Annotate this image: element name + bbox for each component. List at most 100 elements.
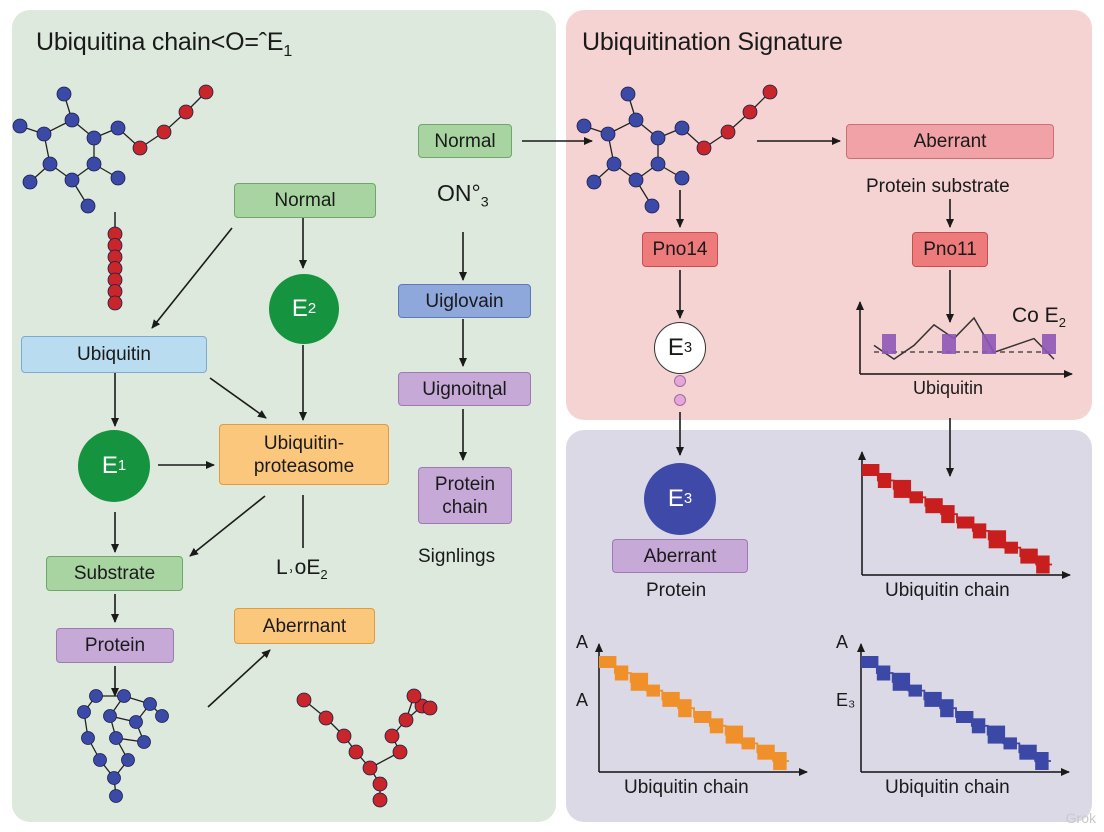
chart-bar <box>876 665 891 681</box>
chart-bar <box>877 473 892 488</box>
blue-chart-xlabel: Ubiquitin chain <box>885 777 1010 798</box>
blue-atom <box>86 130 102 146</box>
signal-block <box>1042 334 1056 354</box>
chart-bar <box>1020 548 1038 564</box>
blue-atom <box>606 156 622 172</box>
aberrant-box-left: Aberrnant <box>234 608 375 644</box>
red-atom <box>696 140 712 156</box>
chart-bar <box>678 699 692 718</box>
blue-staircase-chart <box>857 643 1070 776</box>
red-bead <box>107 295 123 311</box>
blue-chart-axis-a: A <box>836 632 849 652</box>
blue-atom <box>56 86 72 102</box>
chart-bar <box>662 691 680 707</box>
blue-atom <box>137 735 151 749</box>
red-atom <box>318 710 334 726</box>
orange-chart-xlabel: Ubiquitin chain <box>624 777 749 798</box>
chart-bar <box>694 711 712 723</box>
chart-bar <box>925 498 943 514</box>
aberrant-box-top: Aberrant <box>846 124 1054 159</box>
blue-atom <box>107 771 121 785</box>
chart-bar <box>924 691 942 707</box>
signal-block <box>982 334 996 354</box>
aberrant-box-bottom: Aberrant <box>612 539 748 573</box>
red-atom <box>362 760 378 776</box>
protein-substrate-label: Protein substrate <box>866 176 1010 197</box>
blue-atom <box>620 86 636 102</box>
chart-bar <box>972 523 987 539</box>
red-atom <box>336 728 352 744</box>
red-atom <box>384 728 400 744</box>
signal-block <box>882 334 896 354</box>
red-chart-xlabel: Ubiquitin chain <box>885 580 1010 601</box>
chart-bar <box>1004 541 1018 554</box>
blue-atom <box>93 753 107 767</box>
chart-bar <box>908 684 922 697</box>
pno14-box: Pno14 <box>642 232 718 267</box>
signlings-label: Signlings <box>418 546 496 567</box>
blue-atom <box>155 709 169 723</box>
normal-box-middle: Normal <box>418 124 512 158</box>
red-atom <box>720 124 736 140</box>
red-atom <box>296 692 312 708</box>
blue-atom <box>22 174 38 190</box>
uignoitnal-box: Uignoitɳal <box>398 372 531 406</box>
arrow-to-aberrant <box>207 649 271 708</box>
orange-chart-axis-a: A <box>576 690 589 710</box>
chart-bar <box>988 530 1007 549</box>
blue-atom <box>89 689 103 703</box>
red-atom <box>392 744 408 760</box>
red-staircase-chart <box>858 451 1071 579</box>
chart-bar <box>861 656 879 668</box>
blue-atom <box>109 789 123 803</box>
blue-atom <box>650 156 666 172</box>
blue-atom <box>674 120 690 136</box>
red-atom <box>372 776 388 792</box>
arrow-ubiquitin-to-proteasome <box>209 377 267 419</box>
ubiquitin-box: Ubiquitin <box>21 336 207 373</box>
red-atom <box>132 140 148 156</box>
blue-atom <box>600 126 616 142</box>
chart-bar <box>862 464 880 476</box>
pink-connector-dots <box>674 375 686 406</box>
pink-dot <box>674 394 686 406</box>
protein-box: Protein <box>56 628 174 663</box>
chart-bar <box>893 479 912 498</box>
ubiquitin-signal-label: Ubiquitin <box>913 378 984 398</box>
blue-atom <box>628 112 644 128</box>
hexagonal-molecule-right <box>576 84 778 214</box>
ubiquitin-proteasome-box: Ubiquitin- proteasome <box>219 424 389 485</box>
blue-atom <box>109 731 123 745</box>
red-atom <box>372 792 388 808</box>
chart-bar <box>987 725 1006 744</box>
uiglovain-box: Uiglovain <box>398 284 531 318</box>
blue-atom <box>117 689 131 703</box>
watermark: Grok <box>1065 810 1096 826</box>
orange-staircase-chart <box>595 643 808 776</box>
blue-atom <box>628 172 644 188</box>
chart-bar <box>646 684 660 697</box>
pno11-box: Pno11 <box>912 232 988 267</box>
blue-atom <box>64 112 80 128</box>
blue-protein-cluster <box>77 689 169 803</box>
blue-atom <box>143 697 157 711</box>
pink-dot <box>674 375 686 387</box>
blue-atom <box>64 172 80 188</box>
signal-line <box>873 316 1055 361</box>
orange-chart-axis-a-top: A <box>576 632 589 652</box>
red-atom <box>762 84 778 100</box>
red-atom <box>198 84 214 100</box>
chart-bar <box>630 672 649 691</box>
substrate-box: Substrate <box>46 556 183 591</box>
red-atom <box>742 104 758 120</box>
chart-bar <box>1019 744 1037 760</box>
blue-atom <box>12 118 28 134</box>
blue-atom <box>110 170 126 186</box>
chart-bar <box>892 672 911 691</box>
chart-bar <box>709 718 724 734</box>
